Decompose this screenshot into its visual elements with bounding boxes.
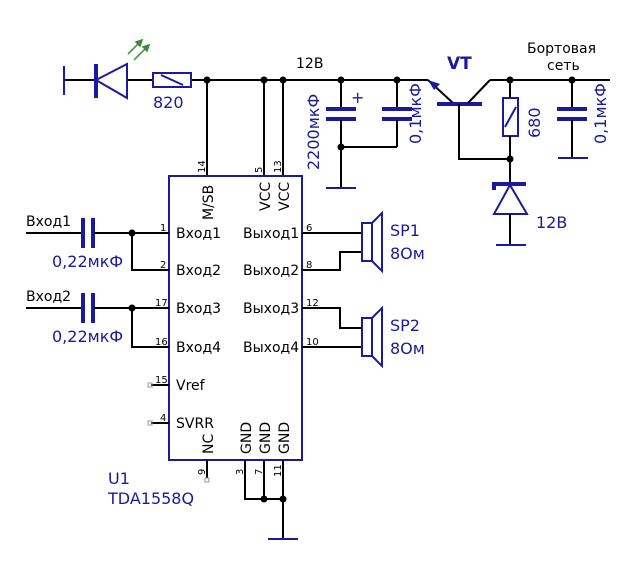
capacitor-0-1uf-1	[382, 80, 412, 147]
pin-vcc: VCC	[258, 182, 274, 211]
svg-text:2: 2	[160, 260, 166, 271]
speaker-sp1-value: 8Ом	[390, 244, 425, 263]
rail-label: 12В	[296, 56, 323, 72]
speaker-sp2-label: SP2	[390, 316, 420, 335]
input-2-circuit	[26, 293, 169, 348]
svg-text:Вход2: Вход2	[176, 263, 221, 279]
svg-text:13: 13	[273, 160, 284, 173]
light-emission-icon	[127, 38, 151, 61]
input-cap-1-label: 0,22мкФ	[52, 252, 123, 271]
svg-text:4: 4	[160, 413, 166, 424]
led	[63, 38, 151, 100]
ic-part-label: TDA1558Q	[107, 489, 194, 508]
svg-text:Выход2: Выход2	[243, 263, 299, 279]
svg-text:Выход1: Выход1	[243, 226, 299, 242]
svg-text:7: 7	[254, 469, 265, 475]
pin-vcc-2: VCC	[277, 182, 293, 211]
ic-ref-label: U1	[108, 469, 130, 488]
resistor-680	[502, 80, 519, 184]
svg-text:Вход1: Вход1	[176, 226, 221, 242]
speaker-sp1-icon	[361, 210, 383, 274]
capacitor-0-1uf-2	[557, 80, 588, 159]
svg-text:12: 12	[306, 298, 319, 309]
resistor-820	[152, 72, 192, 88]
resistor-680-label: 680	[525, 107, 544, 138]
svg-text:6: 6	[306, 223, 312, 234]
capacitor-0-1uf-1-label: 0,1мкФ	[406, 83, 425, 144]
speaker-sp2-icon	[361, 305, 383, 369]
capacitor-2200uf	[326, 80, 397, 189]
svg-text:5: 5	[254, 167, 265, 173]
onboard-label-2: сеть	[547, 58, 580, 74]
input-1-circuit	[26, 218, 169, 271]
input-cap-2-label: 0,22мкФ	[52, 327, 123, 346]
polarity-plus: +	[351, 88, 364, 107]
ic-right-pins: Выход1 Выход2 Выход3 Выход4 6 8 12 10	[243, 223, 362, 356]
svg-text:9: 9	[197, 469, 208, 475]
transistor-vt	[427, 79, 510, 160]
svg-text:1: 1	[160, 223, 166, 234]
pin-msb: M/SB	[201, 185, 217, 220]
ic-u1-body	[168, 175, 303, 461]
ic-left-pins: 1 2 17 16 15 4 Вход1 Вход2 Вход3 Вход4 V…	[147, 223, 221, 432]
svg-text:Выход3: Выход3	[243, 301, 299, 317]
svg-text:8: 8	[306, 260, 312, 271]
svg-text:11: 11	[273, 464, 284, 477]
onboard-label: Бортовая	[527, 41, 596, 57]
zener-diode	[492, 182, 529, 246]
transistor-label: VT	[447, 54, 472, 74]
zener-label: 12В	[536, 213, 567, 232]
svg-text:10: 10	[306, 337, 319, 348]
svg-text:GND: GND	[258, 422, 274, 454]
svg-text:Vref: Vref	[176, 378, 206, 394]
svg-text:SVRR: SVRR	[176, 416, 214, 432]
speaker-sp2-value: 8Ом	[390, 339, 425, 358]
svg-text:3: 3	[235, 469, 246, 475]
svg-text:15: 15	[155, 375, 168, 386]
resistor-820-label: 820	[153, 93, 184, 112]
svg-text:16: 16	[155, 337, 168, 348]
capacitor-2200uf-label: 2200мкФ	[304, 94, 323, 170]
svg-text:Выход4: Выход4	[243, 340, 299, 356]
svg-text:Вход4: Вход4	[176, 340, 221, 356]
input-2-label: Вход2	[26, 289, 71, 305]
svg-text:14: 14	[197, 160, 208, 173]
svg-text:NC: NC	[201, 434, 217, 454]
input-1-label: Вход1	[26, 214, 71, 230]
svg-text:GND: GND	[277, 422, 293, 454]
speaker-sp1-label: SP1	[390, 221, 420, 240]
capacitor-0-1uf-2-label: 0,1мкФ	[591, 83, 610, 144]
svg-text:GND: GND	[239, 422, 255, 454]
ic-bottom-pins: NC GND GND GND 9 3 7 11	[197, 422, 298, 540]
svg-text:Вход3: Вход3	[176, 301, 221, 317]
svg-text:17: 17	[155, 298, 168, 309]
